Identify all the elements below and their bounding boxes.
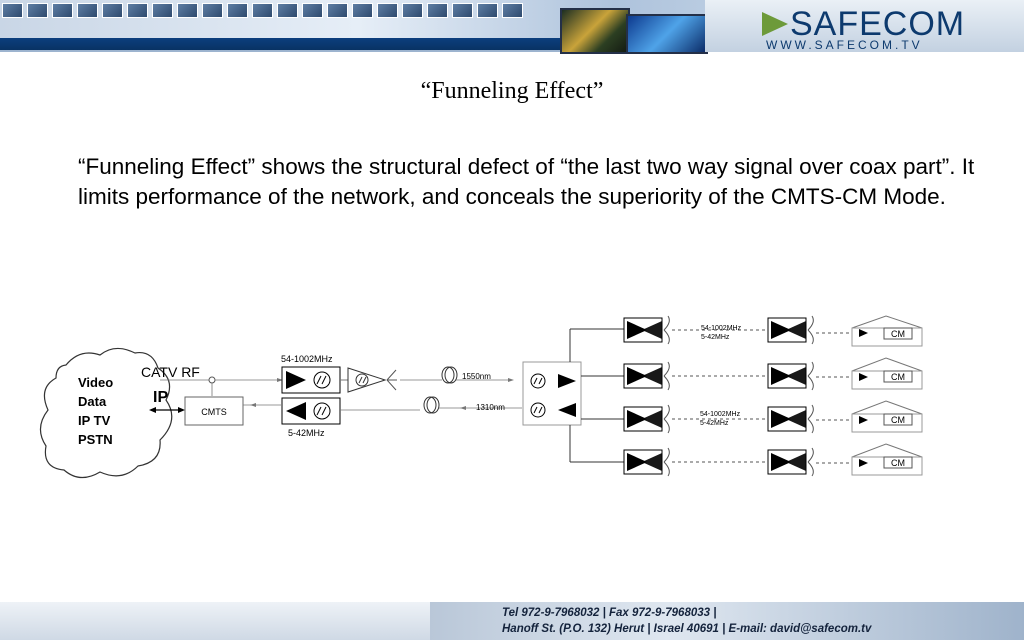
branch-1-forward-band-label: 54-1002MHz [701, 325, 742, 332]
cloud-item-pstn: PSTN [78, 432, 113, 447]
headend-return-band-label: 5-42MHz [288, 428, 325, 438]
network-diagram: Video Data IP TV PSTN CATV RF IP CMTS 54… [39, 315, 923, 479]
branch-3-return-band-label: 5-42MHz [700, 420, 729, 427]
optical-splitter-icon [386, 369, 397, 391]
header-thumbnail [302, 3, 323, 18]
cm-label: CM [891, 372, 905, 382]
safecom-url: WWW.SAFECOM.TV [766, 38, 923, 52]
home-cm-4: CM [851, 443, 923, 476]
header-thumbnail [452, 3, 473, 18]
header-photo-screen [626, 14, 708, 54]
header-thumbnail [27, 3, 48, 18]
cm-label: CM [891, 329, 905, 339]
header-thumbnail [52, 3, 73, 18]
header-photo-city [560, 8, 630, 54]
cloud-item-data: Data [78, 394, 107, 409]
footer-left-panel [0, 602, 430, 640]
home-cm-3: CM [851, 400, 923, 433]
header-thumbnail [252, 3, 273, 18]
slide-body-text: “Funneling Effect” shows the structural … [78, 154, 975, 209]
header-thumbnail [127, 3, 148, 18]
catv-rf-label: CATV RF [141, 364, 200, 380]
branch-row-3 [623, 404, 858, 434]
header-thumbnail [327, 3, 348, 18]
branch-row-2 [623, 361, 858, 391]
photodiode-icon [313, 402, 331, 420]
optical-amplifier [347, 367, 387, 393]
return-receiver [281, 397, 341, 425]
ip-label: IP [153, 389, 168, 406]
branch-3-forward-band-label: 54-1002MHz [700, 411, 741, 418]
rf-combiner-icon [208, 376, 216, 384]
wavelength-1550-label: 1550nm [462, 372, 491, 381]
ip-link-arrow [149, 407, 185, 413]
header-thumbnail [202, 3, 223, 18]
safecom-logo: SAFECOM [790, 5, 966, 43]
header-thumbnail [277, 3, 298, 18]
logo-area [705, 0, 1024, 52]
header-thumbnail [177, 3, 198, 18]
header-thumbnail [427, 3, 448, 18]
home-cm-1: CM [851, 315, 923, 347]
optical-node [522, 361, 582, 426]
cmts-label: CMTS [201, 407, 227, 417]
header-thumbnail [402, 3, 423, 18]
header-divider [0, 50, 1024, 52]
fiber-coil-downstream-icon [441, 366, 458, 384]
branch-row-4 [623, 447, 858, 477]
footer-right-panel [430, 602, 1024, 640]
wavelength-1310-label: 1310nm [476, 403, 505, 412]
laser-icon [313, 371, 331, 389]
headend-forward-band-label: 54-1002MHz [281, 354, 333, 364]
footer-contact-phone: Tel 972-9-7968032 | Fax 972-9-7968033 | [502, 607, 717, 619]
services-cloud: Video Data IP TV PSTN [39, 347, 173, 479]
cmts-box: CMTS [184, 396, 244, 426]
fiber-coil-upstream-icon [423, 396, 440, 414]
header-thumbnail [152, 3, 173, 18]
header-strip [0, 38, 560, 52]
cm-label: CM [891, 458, 905, 468]
header-thumbnails [2, 3, 523, 18]
header-thumbnail [502, 3, 523, 18]
header-banner: SAFECOM WWW.SAFECOM.TV [0, 0, 1024, 54]
header-thumbnail [2, 3, 23, 18]
cloud-item-iptv: IP TV [78, 413, 111, 428]
home-cm-2: CM [851, 357, 923, 390]
branch-1-return-band-label: 5-42MHz [701, 334, 730, 341]
header-thumbnail [77, 3, 98, 18]
header-thumbnail [227, 3, 248, 18]
cm-label: CM [891, 415, 905, 425]
slide-title: “Funneling Effect” [420, 78, 604, 104]
header-thumbnail [377, 3, 398, 18]
footer-bar [0, 602, 1024, 640]
cloud-item-video: Video [78, 375, 113, 390]
forward-transmitter [281, 366, 341, 394]
footer-contact-address: Hanoff St. (P.O. 132) Herut | Israel 406… [502, 623, 872, 635]
safecom-logo-mark-icon [762, 12, 788, 36]
header-thumbnail [102, 3, 123, 18]
header-thumbnail [352, 3, 373, 18]
branch-row-1 [623, 315, 858, 345]
header-thumbnail [477, 3, 498, 18]
